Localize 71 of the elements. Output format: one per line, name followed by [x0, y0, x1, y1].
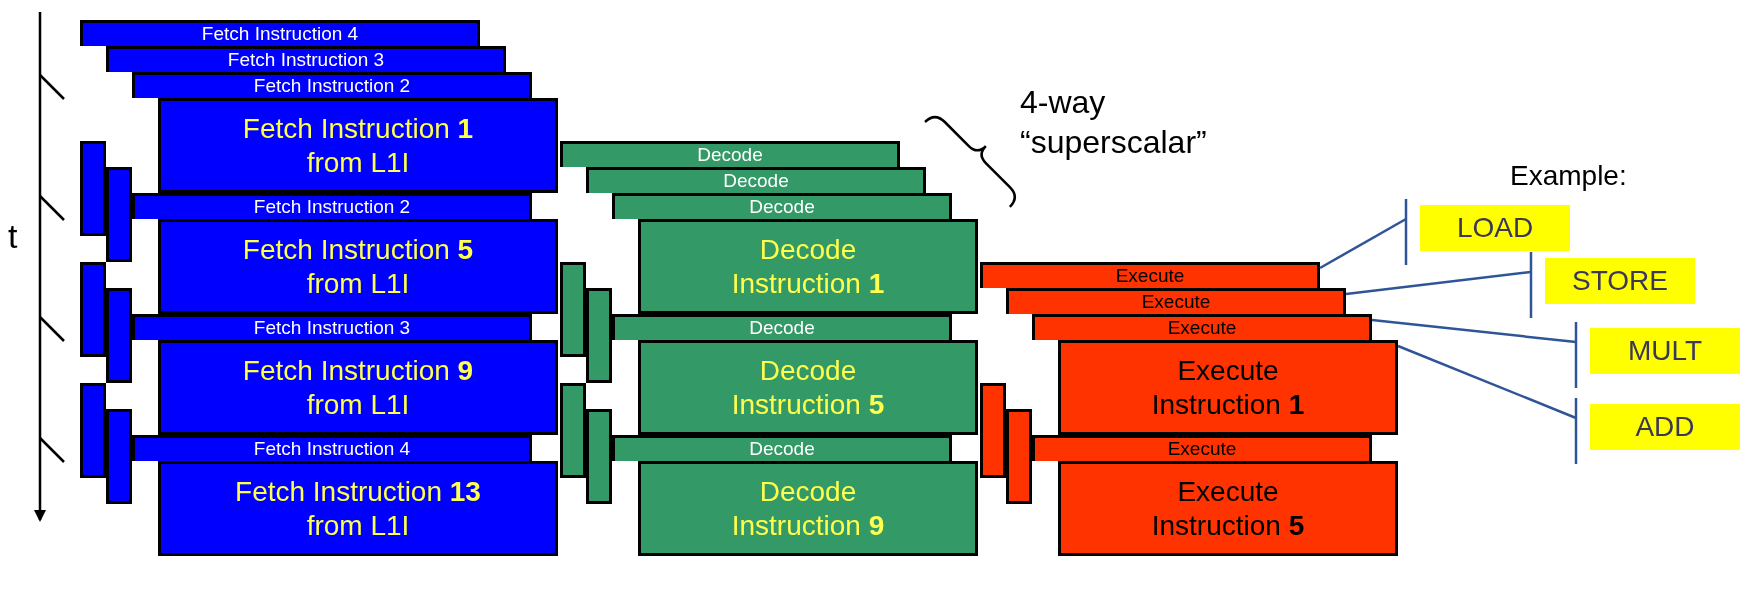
- execute-stage-box: [1006, 409, 1032, 504]
- execute-stage-box: [1058, 340, 1398, 435]
- stage-label: Decode Instruction 1: [730, 232, 886, 301]
- stage-label: Fetch Instruction 5 from L1I: [241, 232, 475, 301]
- stage-label: Decode: [749, 438, 815, 459]
- fetch-stage-box: [158, 98, 558, 193]
- fetch-stage-box: [132, 314, 532, 340]
- fetch-stage-box: [106, 46, 506, 72]
- decode-stage-box: [638, 219, 978, 314]
- fetch-stage-box: [80, 141, 106, 236]
- instruction-tag: LOAD: [1420, 205, 1570, 251]
- fetch-stage-box: [80, 262, 106, 357]
- stage-label: Execute: [1167, 438, 1237, 459]
- decode-stage-box: [612, 193, 952, 219]
- fetch-stage-box: [158, 461, 558, 556]
- stage-label: Execute: [1167, 317, 1237, 338]
- stage-label: Execute Instruction 1: [1150, 353, 1306, 422]
- stage-label: Decode: [697, 144, 763, 165]
- stage-label: Fetch Instruction 3: [227, 49, 385, 70]
- stage-label: Decode Instruction 9: [730, 474, 886, 543]
- execute-stage-box: [1006, 288, 1346, 314]
- stage-label: Fetch Instruction 1 from L1I: [241, 111, 475, 180]
- fetch-stage-box: [80, 20, 480, 46]
- stage-label: Decode Instruction 5: [730, 353, 886, 422]
- instruction-tag: MULT: [1590, 328, 1740, 374]
- heading-text: Example:: [1510, 159, 1627, 193]
- leader-line: [1345, 250, 1533, 320]
- fetch-stage-box: [158, 340, 558, 435]
- decode-stage-box: [638, 461, 978, 556]
- stage-label: Fetch Instruction 4: [253, 438, 411, 459]
- leader-line: [1371, 318, 1578, 390]
- fetch-stage-box: [80, 383, 106, 478]
- stage-label: Execute: [1141, 291, 1211, 312]
- leader-line: [1319, 197, 1408, 270]
- stage-label: Fetch Instruction 2: [253, 75, 411, 96]
- stage-label: Execute: [1115, 265, 1185, 286]
- decode-stage-box: [586, 409, 612, 504]
- decode-stage-box: [612, 314, 952, 340]
- stage-label: Execute Instruction 5: [1150, 474, 1306, 543]
- stage-label: Fetch Instruction 2: [253, 196, 411, 217]
- fetch-stage-box: [132, 193, 532, 219]
- decode-stage-box: [560, 383, 586, 478]
- stage-label: Decode: [749, 196, 815, 217]
- stage-label: Decode: [749, 317, 815, 338]
- stage-label: Fetch Instruction 9 from L1I: [241, 353, 475, 422]
- decode-stage-box: [586, 167, 926, 193]
- annotation-text: 4-way “superscalar”: [1020, 83, 1208, 162]
- execute-stage-box: [1032, 435, 1372, 461]
- stage-label: Decode: [723, 170, 789, 191]
- leader-line: [1397, 344, 1578, 466]
- fetch-stage-box: [132, 72, 532, 98]
- execute-stage-box: [1058, 461, 1398, 556]
- fetch-stage-box: [106, 288, 132, 383]
- axis-label: t: [8, 216, 18, 257]
- fetch-stage-box: [158, 219, 558, 314]
- stage-label: Fetch Instruction 4: [201, 23, 359, 44]
- decode-stage-box: [560, 262, 586, 357]
- fetch-stage-box: [132, 435, 532, 461]
- execute-stage-box: [1032, 314, 1372, 340]
- execute-stage-box: [980, 262, 1320, 288]
- stage-label: Fetch Instruction 3: [253, 317, 411, 338]
- decode-stage-box: [560, 141, 900, 167]
- decode-stage-box: [638, 340, 978, 435]
- instruction-tag: STORE: [1545, 258, 1695, 304]
- instruction-tag: ADD: [1590, 404, 1740, 450]
- decode-stage-box: [586, 288, 612, 383]
- stage-label: Fetch Instruction 13 from L1I: [234, 474, 482, 543]
- execute-stage-box: [980, 383, 1006, 478]
- fetch-stage-box: [106, 167, 132, 262]
- decode-stage-box: [612, 435, 952, 461]
- fetch-stage-box: [106, 409, 132, 504]
